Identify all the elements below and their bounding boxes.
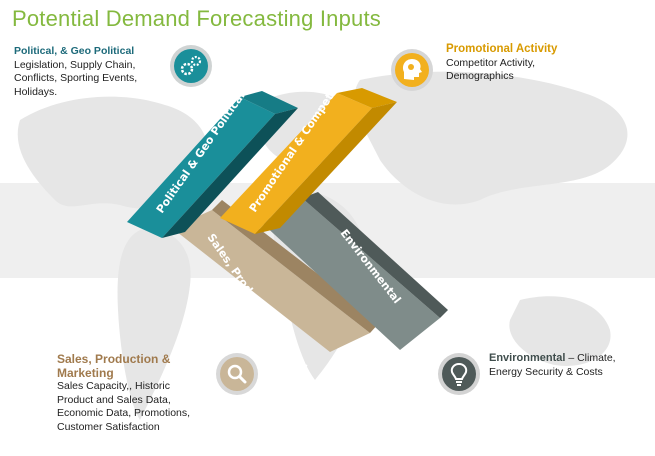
sales-heading: Sales, Production & [57,352,171,366]
promotional-bar [220,93,372,234]
sales-line: Sales Capacity,, Historic [57,380,171,392]
sales-heading: Marketing [57,366,114,380]
environmental-block: Environmental – Climate, Energy Security… [489,352,649,379]
political-line: Holidays. [14,85,58,98]
promotional-line: Competitor Activity, [446,56,536,69]
political-bar [127,97,275,238]
page-title: Potential Demand Forecasting Inputs [12,6,381,31]
promotional-bar-top [337,88,397,108]
environmental-bar-side [302,192,448,318]
sales-line: Customer Satisfaction [57,420,160,433]
promotional-block: Promotional Activity Competitor Activity… [446,43,596,84]
gears-icon [170,45,212,87]
sales-line: Economic Data, Promotions, [57,407,191,419]
sales-line: Product and Sales Data, [57,393,171,406]
head-gears-icon [391,49,433,91]
promotional-bar-side [255,102,397,234]
political-bar-side [162,108,298,238]
environmental-heading: Environmental [489,352,566,364]
environmental-heading-rest: – Climate, [565,352,616,364]
political-heading: Political, & Geo Political [14,45,135,57]
environmental-line: Energy Security & Costs [489,365,603,378]
lightbulb-icon [438,353,480,395]
environmental-bar [262,198,440,350]
sales-bar [172,210,370,352]
promotional-line: Demographics [446,70,514,82]
sales-block: Sales, Production & Marketing Sales Capa… [57,352,217,434]
promotional-heading: Promotional Activity [446,43,558,55]
political-line: Legislation, Supply Chain, [14,58,136,71]
political-block: Political, & Geo Political Legislation, … [14,45,164,99]
magnifier-icon [216,353,258,395]
political-bar-top [240,91,298,114]
political-line: Conflicts, Sporting Events, [14,72,138,84]
